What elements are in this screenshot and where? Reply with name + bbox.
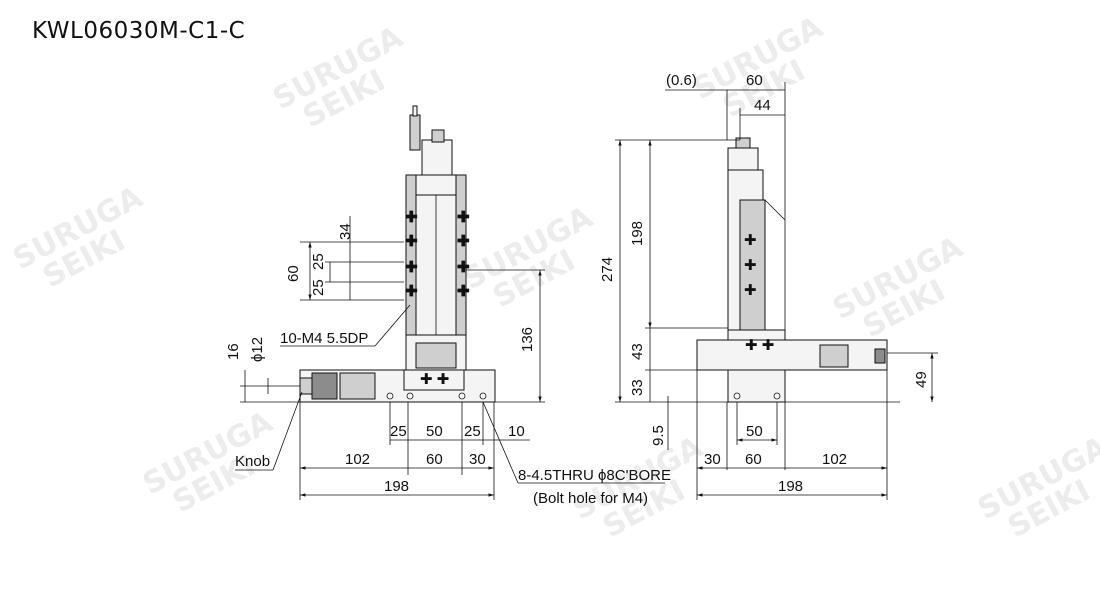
side-connector <box>735 137 751 149</box>
dim-49: 49 <box>913 371 930 388</box>
svg-text:✚: ✚ <box>457 209 470 226</box>
label-bolt-note: (Bolt hole for M4) <box>533 490 648 507</box>
svg-text:✚: ✚ <box>405 209 418 226</box>
dim-30: 30 <box>469 451 486 468</box>
dim-33: 33 <box>629 379 646 396</box>
motor-cap <box>431 129 445 143</box>
svg-text:✚ ✚: ✚ ✚ <box>745 337 774 354</box>
svg-text:✚: ✚ <box>457 233 470 250</box>
watermark-logo: SURUGA SEIKI <box>267 19 409 135</box>
dim-10: 10 <box>508 423 525 440</box>
watermark-logo: SURUGA SEIKI <box>457 199 599 315</box>
right-rail <box>455 174 467 336</box>
svg-text:✚: ✚ <box>405 233 418 250</box>
dim-102: 102 <box>345 451 370 468</box>
left-rail <box>405 174 417 336</box>
side-x-stage <box>696 339 888 371</box>
side-view-dimensions: (0.6) 60 44 274 198 43 33 9.5 49 50 <box>599 72 938 500</box>
dim-34: 34 <box>337 223 354 240</box>
drawing-title: KWL06030M-C1-C <box>32 18 246 44</box>
dim-60h: 60 <box>426 451 443 468</box>
dim-16: 16 <box>225 343 242 360</box>
dim-9-5: 9.5 <box>650 425 667 446</box>
dim-side-60: 60 <box>745 451 762 468</box>
side-bolt-holes <box>733 392 781 400</box>
x-carriage <box>403 369 465 391</box>
dim-top-44: 44 <box>754 97 771 114</box>
svg-text:✚: ✚ <box>457 259 470 276</box>
svg-text:✚: ✚ <box>744 232 757 249</box>
dim-274: 274 <box>599 257 616 282</box>
svg-text:✚: ✚ <box>744 282 757 299</box>
connector-tip <box>412 105 418 117</box>
side-knob[interactable] <box>874 348 886 364</box>
front-view-dimensions: 34 25 25 60 10-M4 5.5DP 16 ϕ12 Knob 136 <box>225 216 671 507</box>
x-motor-body <box>339 372 376 400</box>
knob[interactable] <box>299 377 313 395</box>
label-bolt-holes: 8-4.5THRU ϕ8C'BORE <box>518 467 671 484</box>
x-motor <box>311 372 338 400</box>
dim-side-50: 50 <box>746 423 763 440</box>
watermark-logo: SURUGA SEIKI <box>972 429 1100 545</box>
side-view: ✚ ✚ ✚ ✚ ✚ <box>696 137 888 403</box>
bolt-holes <box>386 392 487 400</box>
label-knob: Knob <box>235 453 270 470</box>
dim-25-right: 25 <box>464 423 481 440</box>
dim-198: 198 <box>384 478 409 495</box>
dim-phi12: ϕ12 <box>249 337 266 362</box>
svg-text:✚: ✚ <box>405 283 418 300</box>
watermark-logo: SURUGA SEIKI <box>7 179 149 295</box>
dim-25a: 25 <box>310 253 327 270</box>
side-carriage <box>739 199 766 331</box>
dim-25-left: 25 <box>390 423 407 440</box>
tapped-holes: ✚ ✚ ✚ ✚ ✚ ✚ ✚ ✚ <box>405 209 470 301</box>
dim-0-6: (0.6) <box>666 72 697 89</box>
dim-side-198: 198 <box>778 478 803 495</box>
dim-side-30: 30 <box>704 451 721 468</box>
dim-50: 50 <box>426 423 443 440</box>
front-view: ✚ ✚ ✚ ✚ ✚ ✚ ✚ ✚ ✚ ✚ <box>299 105 496 403</box>
svg-text:✚: ✚ <box>744 257 757 274</box>
dim-top-60: 60 <box>746 72 763 89</box>
motor-housing <box>421 139 453 176</box>
side-motor <box>727 147 759 171</box>
dim-25b: 25 <box>310 279 327 296</box>
connector-plug <box>409 114 421 151</box>
dim-198v: 198 <box>629 221 646 246</box>
svg-text:✚: ✚ <box>457 283 470 300</box>
dim-side-102: 102 <box>822 451 847 468</box>
bracket-plate <box>415 342 457 369</box>
side-x-motor <box>819 344 849 368</box>
dim-136: 136 <box>519 327 536 352</box>
svg-text:✚: ✚ <box>405 259 418 276</box>
svg-text:✚ ✚: ✚ ✚ <box>420 371 449 388</box>
dim-60v: 60 <box>285 265 302 282</box>
watermark-logo: SURUGA SEIKI <box>827 229 969 345</box>
label-tapped-holes: 10-M4 5.5DP <box>280 330 368 347</box>
dim-43: 43 <box>629 343 646 360</box>
side-base <box>727 369 786 403</box>
